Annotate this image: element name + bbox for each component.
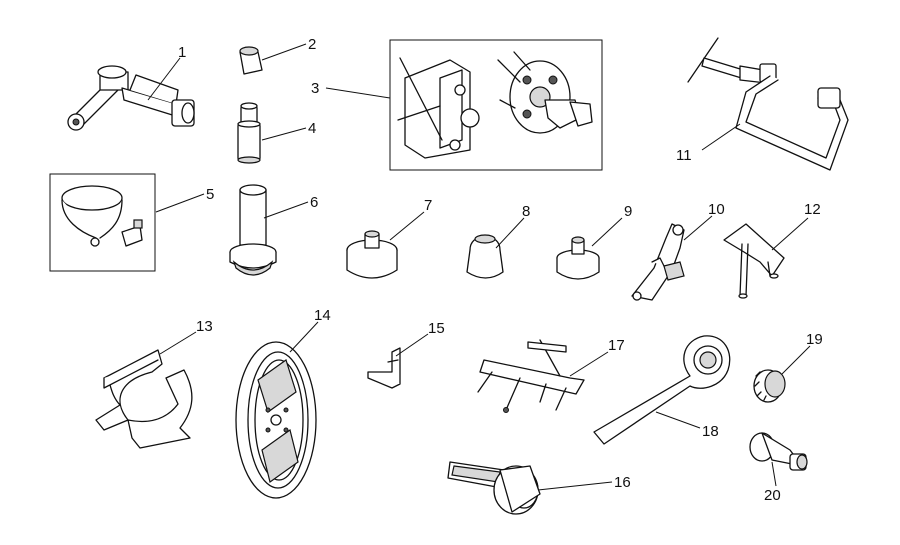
callout-1: 1 [178,44,186,61]
callout-14: 14 [314,307,331,324]
callout-19: 19 [806,331,823,348]
callout-2: 2 [308,36,316,53]
part-8-bell-tool[interactable] [466,234,504,279]
callout-15: 15 [428,320,445,337]
part-7-cup-tool[interactable] [346,230,398,279]
callout-9: 9 [624,203,632,220]
part-18-spanner-wrench[interactable] [593,335,731,445]
part-1-crank-tool[interactable] [67,65,195,131]
part-9-cup-tool-small[interactable] [556,236,600,280]
part-19-splined-ring[interactable] [753,369,786,403]
part-2-plug[interactable] [239,46,263,75]
callout-18: 18 [702,423,719,440]
callout-labels: 1 2 3 4 5 6 7 8 9 10 11 12 13 14 15 16 1… [178,36,823,504]
callout-7: 7 [424,197,432,214]
callout-10: 10 [708,201,725,218]
callout-17: 17 [608,337,625,354]
callout-8: 8 [522,203,530,220]
callout-11: 11 [676,147,692,164]
part-10-locking-lever[interactable] [631,223,685,301]
part-5-band-clamp[interactable] [49,173,156,272]
part-4-pin[interactable] [237,102,261,164]
callout-6: 6 [310,194,318,211]
callout-13: 13 [196,318,213,335]
part-20-adapter[interactable] [749,432,808,471]
callout-4: 4 [308,120,316,137]
callout-12: 12 [804,201,821,218]
part-14-degree-wheel[interactable] [235,341,317,499]
part-17-pin-plate[interactable] [477,339,585,413]
callout-3: 3 [311,80,319,97]
part-13-support-plate[interactable] [95,349,193,449]
callout-5: 5 [206,186,214,203]
leader-lines [147,43,811,491]
part-6-shaft-tool[interactable] [229,184,277,276]
callout-20: 20 [764,487,781,504]
callout-16: 16 [614,474,631,491]
part-11-c-frame-press[interactable] [687,37,849,171]
part-15-small-bracket[interactable] [367,347,401,389]
part-16-threaded-bolt[interactable] [447,461,541,515]
part-3-puller-kit[interactable] [389,39,603,171]
part-12-holding-bracket[interactable] [723,223,785,299]
